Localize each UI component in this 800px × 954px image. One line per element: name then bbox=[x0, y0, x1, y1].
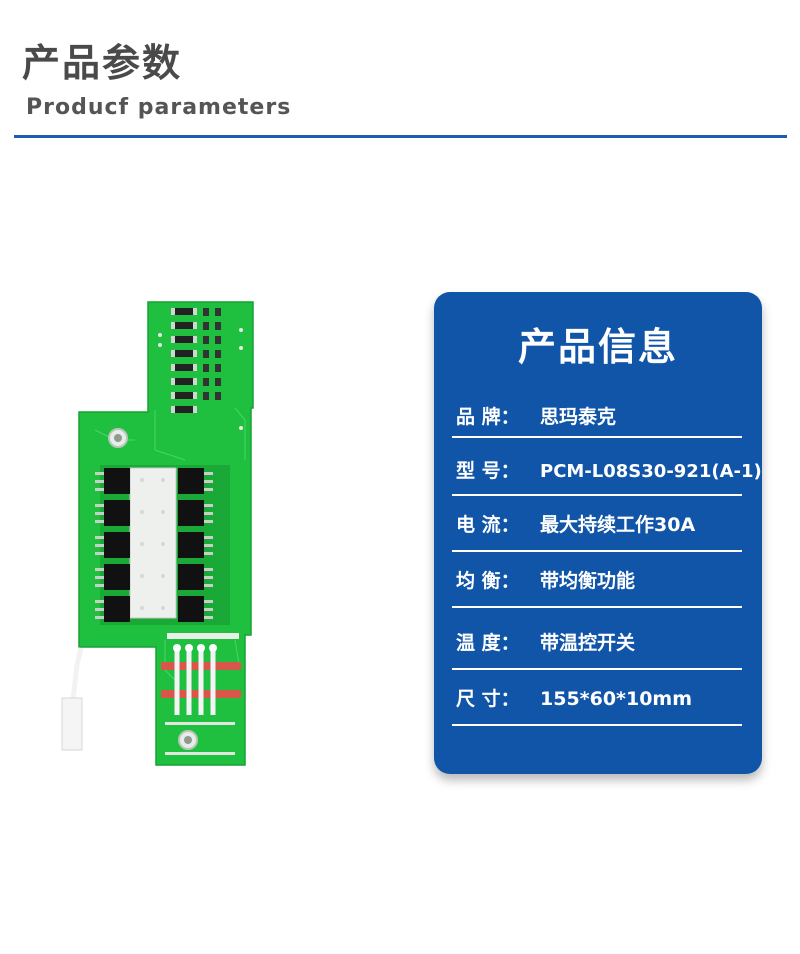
balance-wires bbox=[161, 644, 241, 715]
info-label: 温 度： bbox=[456, 632, 520, 654]
info-value: 155*60*10mm bbox=[540, 688, 693, 710]
info-label: 型 号： bbox=[456, 460, 520, 482]
card-title: 产品信息 bbox=[517, 325, 678, 369]
info-label: 均 衡： bbox=[456, 570, 520, 592]
info-row-balance: 均 衡： 带均衡功能 bbox=[456, 566, 742, 594]
page-title-english: Producf parameters bbox=[26, 95, 292, 120]
row-divider bbox=[452, 724, 742, 726]
row-divider bbox=[452, 606, 742, 608]
info-value: 最大持续工作30A bbox=[540, 514, 696, 536]
resistor-array bbox=[158, 308, 243, 430]
info-row-brand: 品 牌： 思玛泰克 bbox=[456, 402, 742, 430]
info-row-temperature: 温 度： 带温控开关 bbox=[456, 628, 742, 656]
row-divider bbox=[452, 668, 742, 670]
row-divider bbox=[452, 436, 742, 438]
header-divider bbox=[14, 135, 787, 138]
info-value: 思玛泰克 bbox=[540, 406, 617, 428]
product-info-card: 产品信息 品 牌： 思玛泰克 型 号： PCM-L08S30-921(A-1) 电 … bbox=[434, 292, 762, 774]
row-divider bbox=[452, 550, 742, 552]
mosfet-array bbox=[95, 465, 230, 625]
info-label: 电 流： bbox=[456, 514, 520, 536]
info-row-current: 电 流： 最大持续工作30A bbox=[456, 510, 742, 538]
page-title-chinese: 产品参数 bbox=[22, 41, 183, 85]
info-value: 带均衡功能 bbox=[540, 570, 636, 592]
product-image bbox=[61, 301, 254, 766]
info-label: 尺 寸： bbox=[456, 688, 520, 710]
info-value: PCM-L08S30-921(A-1) bbox=[540, 461, 762, 482]
temperature-sensor bbox=[61, 647, 84, 751]
info-row-size: 尺 寸： 155*60*10mm bbox=[456, 684, 742, 712]
info-row-model: 型 号： PCM-L08S30-921(A-1) bbox=[456, 456, 762, 484]
row-divider bbox=[452, 494, 742, 496]
info-value: 带温控开关 bbox=[540, 632, 636, 654]
info-label: 品 牌： bbox=[456, 406, 520, 428]
